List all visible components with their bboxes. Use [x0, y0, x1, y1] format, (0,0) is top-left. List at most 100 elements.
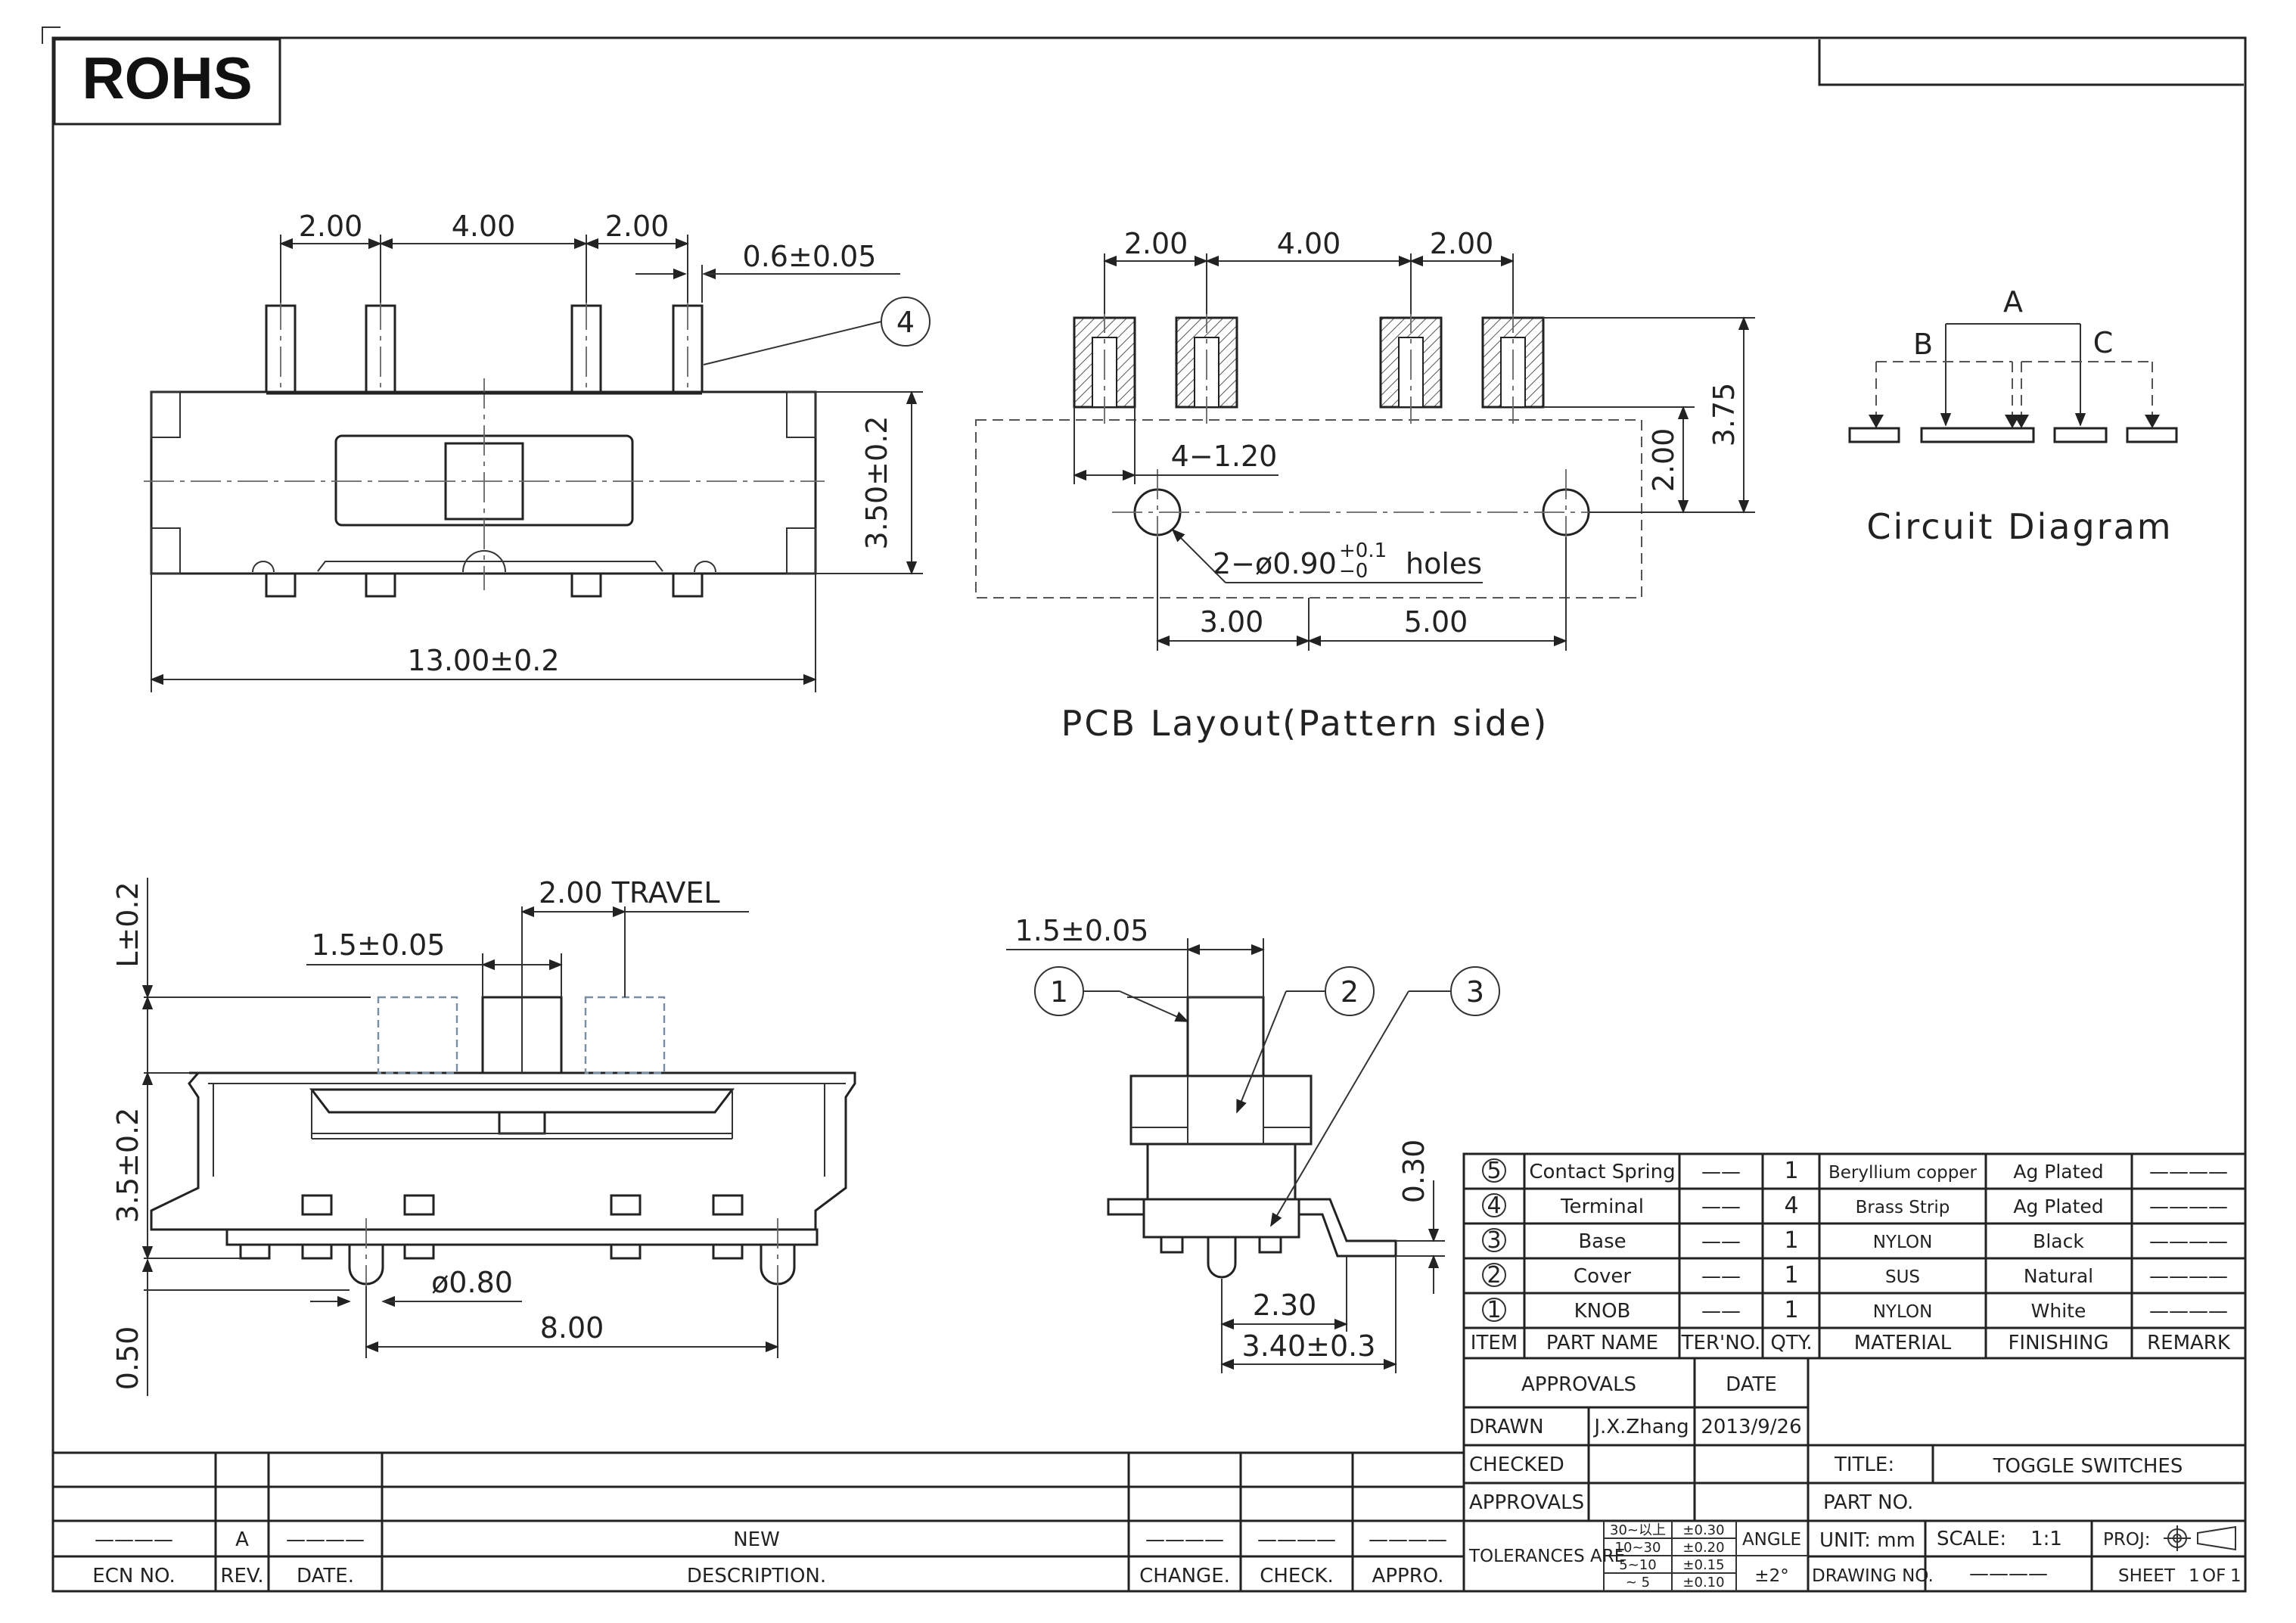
pcb-layout-title: PCB Layout(Pattern side): [1061, 703, 1549, 744]
bom-header-material: MATERIAL: [1854, 1332, 1952, 1354]
bom-remark: ————: [2149, 1300, 2228, 1323]
rohs-logo-text: ROHS: [82, 45, 252, 111]
rev-header-date: DATE.: [297, 1565, 354, 1587]
bom-item-circle: [1482, 1263, 1506, 1287]
tb-title-label: TITLE:: [1834, 1454, 1894, 1476]
dim-knob-width-front: 1.5±0.05: [312, 928, 446, 962]
front-view: 2.00 TRAVEL 1.5±0.05 L±0.2 3.5±0.2 0.50: [111, 876, 856, 1396]
tb-proj-label: PROJ:: [2103, 1530, 2151, 1550]
side-view: 1.5±0.05 1 2 3 0.30 2.30 3.4: [1006, 914, 1500, 1373]
front-dimensions: 2.00 TRAVEL 1.5±0.05 L±0.2 3.5±0.2 0.50: [111, 876, 779, 1396]
tb-drawing-no-value: ————: [1969, 1562, 2048, 1585]
bom-finishing: Ag Plated: [2013, 1195, 2103, 1217]
dim-pcb-pitch-1: 2.00: [1124, 227, 1188, 260]
dim-body-height: 3.5±0.2: [111, 1108, 144, 1223]
tb-tol-range-2: 10~30: [1615, 1540, 1661, 1556]
title-block: APPROVALS DATE DRAWN J.X.Zhang 2013/9/26…: [1462, 1357, 2247, 1593]
bom-item-circle: [1482, 1158, 1506, 1183]
dim-top-pitch-1: 2.00: [299, 210, 363, 243]
dim-travel: 2.00 TRAVEL: [539, 876, 720, 909]
rev-row-desc: NEW: [733, 1528, 780, 1551]
circuit-diagram-title: Circuit Diagram: [1866, 506, 2173, 547]
bom-ter-no: ——: [1701, 1195, 1741, 1218]
top-view: 2.00 4.00 2.00 0.6±0.05 3.50±0.2 13.00±0…: [144, 210, 931, 692]
bom-remark: ————: [2149, 1265, 2228, 1288]
pcb-pads: [1073, 303, 1545, 424]
rev-header-ecn: ECN NO.: [92, 1565, 175, 1587]
tb-checked-label: CHECKED: [1469, 1454, 1564, 1476]
rev-header-check: CHECK.: [1260, 1565, 1334, 1587]
bom-finishing: Ag Plated: [2013, 1161, 2103, 1183]
dim-lead-span: 3.40±0.3: [1242, 1329, 1376, 1363]
rev-header-desc: DESCRIPTION.: [687, 1565, 826, 1587]
bom-qty: 1: [1784, 1262, 1798, 1289]
tb-sheet-label: SHEET: [2118, 1566, 2176, 1586]
bom-header-ter: TER'NO.: [1681, 1332, 1761, 1354]
dim-hole-x2: 5.00: [1404, 605, 1468, 639]
circuit-diagram: A B C Circuit Diagram: [1848, 285, 2178, 547]
callout-2: 2: [1341, 975, 1359, 1009]
bom-remark: ————: [2149, 1161, 2228, 1183]
terminal-pins-top: [265, 300, 704, 598]
circuit-label-c: C: [2093, 326, 2114, 359]
dim-pcb-row: 2.00: [1647, 428, 1680, 493]
bom-material: Brass Strip: [1856, 1198, 1950, 1217]
rev-row-change: ————: [1145, 1528, 1224, 1551]
tb-tol-range-4: ~ 5: [1626, 1575, 1650, 1590]
tb-tol-range-3: 5~10: [1619, 1557, 1656, 1573]
bom-finishing: White: [2031, 1300, 2086, 1322]
tb-tolerances-label: TOLERANCES ARE: [1468, 1547, 1625, 1566]
dim-top-pitch-2: 4.00: [452, 210, 516, 243]
dim-top-pitch-3: 2.00: [605, 210, 670, 243]
bom-qty: 1: [1784, 1158, 1798, 1184]
dim-pad-size: 4−1.20: [1171, 440, 1278, 473]
bom-item-number: 5: [1487, 1158, 1501, 1184]
tb-tol-value-4: ±0.10: [1682, 1575, 1724, 1590]
tb-drawn-label: DRAWN: [1469, 1416, 1544, 1438]
bom-row: 2 Cover —— 1 SUS Natural ————: [1482, 1262, 2228, 1289]
tb-approvals-label: APPROVALS: [1469, 1491, 1584, 1514]
dim-holes-word: holes: [1406, 547, 1482, 580]
rev-header-appro: APPRO.: [1372, 1565, 1444, 1587]
bom-part-name: Terminal: [1560, 1195, 1644, 1218]
tb-angle-label: ANGLE: [1742, 1530, 1801, 1550]
callout-1: 1: [1050, 975, 1068, 1009]
tb-drawn-by: J.X.Zhang: [1592, 1416, 1689, 1438]
side-body: [1107, 996, 1397, 1279]
bom-material: SUS: [1885, 1267, 1920, 1287]
circuit-label-b: B: [1913, 328, 1933, 361]
tb-date-head: DATE: [1726, 1373, 1777, 1396]
bom-item-circle: [1482, 1298, 1506, 1322]
bom-ter-no: ——: [1701, 1265, 1741, 1288]
tb-unit-label: UNIT: mm: [1819, 1529, 1915, 1552]
knob-side: [1186, 996, 1265, 1077]
dim-pcb-total: 3.75: [1707, 383, 1741, 447]
dim-post-height: 0.50: [111, 1326, 144, 1391]
tb-part-no-label: PART NO.: [1823, 1491, 1913, 1514]
dim-length: 13.00±0.2: [407, 644, 559, 677]
tb-sheet-of: OF: [2202, 1566, 2226, 1586]
bom-item-number: 2: [1487, 1262, 1501, 1289]
dim-holes-tol-plus: +0.1: [1339, 539, 1387, 562]
dim-knob-width-side: 1.5±0.05: [1015, 914, 1149, 947]
bom-qty: 4: [1784, 1192, 1798, 1219]
tb-approvals-head: APPROVALS: [1521, 1373, 1636, 1396]
tb-scale-label: SCALE:: [1937, 1528, 2006, 1550]
dim-hole-x1: 3.00: [1200, 605, 1264, 639]
dim-pin-width: 0.6±0.05: [743, 240, 877, 273]
tb-tol-value-2: ±0.20: [1682, 1540, 1724, 1556]
bom-part-name: Cover: [1574, 1265, 1631, 1288]
side-dimensions: 0.30 2.30 3.40±0.3: [1220, 1140, 1445, 1373]
bom-part-name: Contact Spring: [1529, 1161, 1675, 1183]
dim-post-dia: ø0.80: [431, 1266, 513, 1299]
knob-ghost-right: [584, 996, 666, 1074]
rohs-logo: ROHS: [53, 38, 281, 126]
bom-material: NYLON: [1873, 1233, 1933, 1252]
bom-ter-no: ——: [1701, 1161, 1741, 1183]
knob-ghost-left: [377, 996, 458, 1074]
bom-finishing: Natural: [2024, 1265, 2093, 1287]
bom-item-circle: [1482, 1228, 1506, 1252]
